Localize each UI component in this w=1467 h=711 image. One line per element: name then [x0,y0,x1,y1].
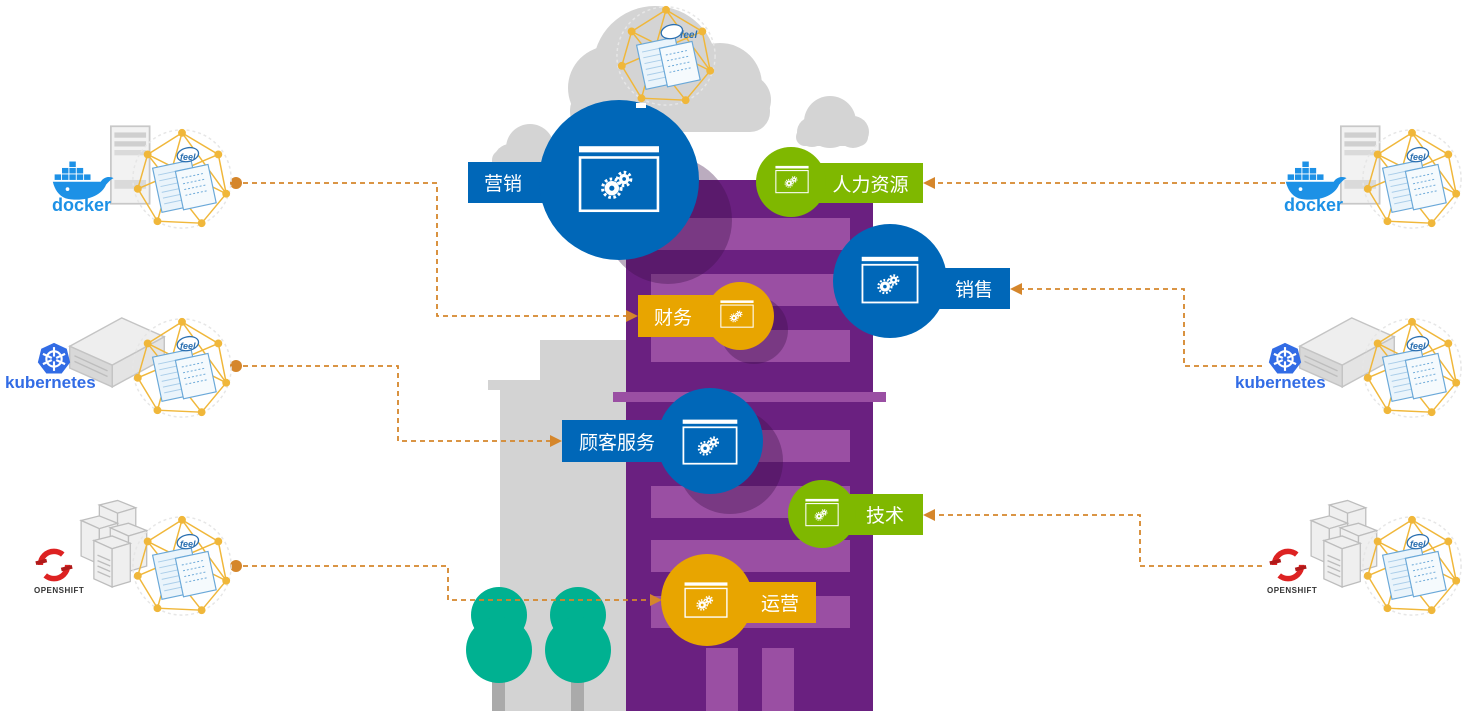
label-hr: 人力资源 [832,173,909,196]
platform-openshift-left [36,499,232,616]
feel-badge: feel [1410,152,1426,162]
label-marketing: 营销 [483,173,522,195]
node-operations[interactable] [661,554,816,646]
openshift-ring-icon [1270,551,1306,578]
docker-whale-icon [52,161,114,200]
kubernetes-helm-icon [37,342,71,375]
docker-whale-icon [1285,161,1347,200]
feel-badge: feel [180,152,196,162]
feel-badge: feel [1410,341,1426,351]
label-operations: 运营 [760,593,799,615]
platform-kubernetes-right [1268,317,1462,418]
label-technology: 技术 [865,505,904,527]
platform-kubernetes-left [37,317,232,418]
arrowheads [550,177,1022,606]
feel-badge: feel [1410,539,1426,549]
openshift-logo-text-right: OPENSHIFT [1267,586,1318,595]
node-customer-service[interactable] [562,388,783,514]
platform-openshift-right [1270,499,1462,616]
feel-badge: feel [180,539,196,549]
feel-badge: feel [680,30,697,41]
cloud-icon [796,96,869,148]
docker-logo-text-left: docker [52,195,112,215]
openshift-logo-text-left: OPENSHIFT [34,586,85,595]
tree [545,587,611,711]
cloud-network: feel [616,5,716,106]
tree [466,587,532,711]
openshift-ring-icon [36,551,72,578]
node-finance[interactable] [638,282,788,364]
server-tower-icon [1340,125,1381,205]
kubernetes-helm-icon [1268,342,1302,375]
kubernetes-logo-text-left: kubernetes [5,373,96,392]
node-marketing[interactable] [468,100,732,284]
label-finance: 财务 [653,306,692,329]
server-tower-icon [110,125,151,205]
label-sales: 销售 [954,279,993,301]
feel-badge: feel [180,341,196,351]
connectors [243,182,1285,601]
node-technology[interactable] [788,480,923,548]
docker-logo-text-right: docker [1284,195,1344,215]
label-customer-service: 顾客服务 [578,431,655,454]
node-sales[interactable] [833,224,1010,338]
kubernetes-logo-text-right: kubernetes [1235,373,1326,392]
node-hr[interactable] [756,147,923,217]
